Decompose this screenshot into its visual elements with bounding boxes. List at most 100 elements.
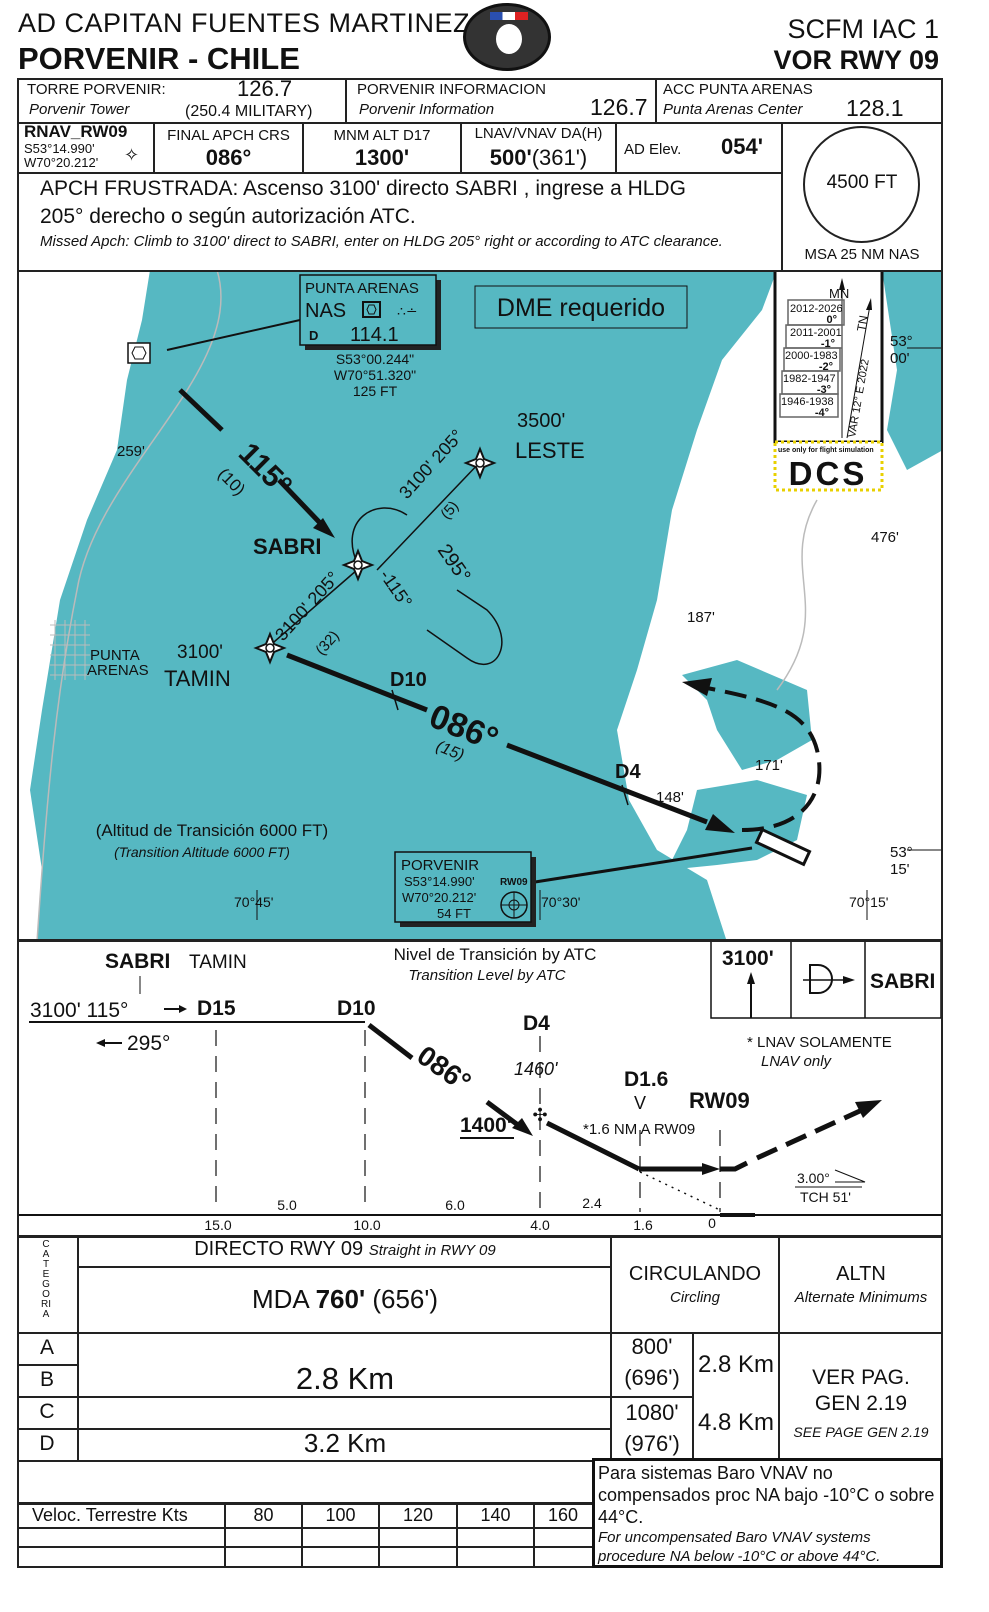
true-north-label: TN xyxy=(854,314,871,332)
svg-text:-1°: -1° xyxy=(821,338,835,350)
altn-note-en: SEE PAGE GEN 2.19 xyxy=(793,1424,929,1440)
profile-step-altitude: 1400' xyxy=(460,1114,512,1137)
circling-es: CIRCULANDO xyxy=(628,1263,762,1285)
profile-view: SABRI TAMIN 3100' 115° D15 D10 295° 086°… xyxy=(17,940,943,1233)
missed-fix: SABRI xyxy=(870,970,935,993)
svg-text:-3°: -3° xyxy=(817,384,831,396)
chart-id: SCFM IAC 1 xyxy=(787,14,939,44)
speed-value: 140 xyxy=(480,1505,511,1525)
mda-value: 760' xyxy=(315,1284,366,1314)
mnm-alt-label: MNM ALT D17 xyxy=(333,127,431,144)
airport-box-elev: 54 FT xyxy=(437,906,471,921)
svg-text:-4°: -4° xyxy=(815,407,829,419)
leste-label: LESTE xyxy=(515,438,585,463)
lat-label-min: 00' xyxy=(890,350,910,367)
svg-text:1982-1947: 1982-1947 xyxy=(783,373,836,385)
tamin-altitude: 3100' xyxy=(177,642,223,663)
msa-altitude: 4500 FT xyxy=(826,172,898,193)
spot-elevation: 171' xyxy=(755,757,783,774)
dcs-note: use only for flight simulation xyxy=(778,447,874,454)
lon-label: 70°30' xyxy=(541,894,580,910)
dme-required-note: DME requerido xyxy=(497,294,665,322)
missed-approach-en: Missed Apch: Climb to 3100' direct to SA… xyxy=(40,233,723,250)
d4-label: D4 xyxy=(615,761,641,783)
lon-label: 70°15' xyxy=(849,894,888,910)
svg-text:2011-2001: 2011-2001 xyxy=(790,327,842,339)
plan-view-map: PUNTA ARENAS NAS ∴∸ D 114.1 S53°00.244" … xyxy=(17,270,943,942)
city-grid xyxy=(50,620,90,680)
d10-label: D10 xyxy=(390,669,427,691)
category-label: CATEGORIA xyxy=(41,1239,51,1320)
altn-note-2: GEN 2.19 xyxy=(814,1392,908,1415)
tower-military-frequency: (250.4 MILITARY) xyxy=(185,103,313,120)
mnm-alt: 1300' xyxy=(354,145,410,170)
transition-level-en: Transition Level by ATC xyxy=(408,967,565,984)
leste-altitude: 3500' xyxy=(517,410,565,432)
scale-label: 0 xyxy=(708,1215,716,1231)
mda-prefix: MDA xyxy=(251,1284,316,1314)
msa-label: MSA 25 NM NAS xyxy=(804,246,920,263)
baro-vnav-note-en: For uncompensated Baro VNAV systems proc… xyxy=(598,1529,881,1565)
ad-elev: 054' xyxy=(721,134,763,159)
straight-in-es: DIRECTO RWY 09 xyxy=(194,1238,364,1260)
profile-outbound: 295° xyxy=(127,1032,170,1055)
sabri-label: SABRI xyxy=(253,534,321,559)
climb-arrow-icon xyxy=(747,972,755,1018)
sabri-fix-icon xyxy=(341,548,375,582)
tower-name-en: Porvenir Tower xyxy=(29,101,130,118)
airport-box-rwy: RW09 xyxy=(500,877,528,888)
direct-to-icon xyxy=(803,964,855,994)
vor-lat: S53°00.244" xyxy=(336,351,414,367)
baro-vnav-note: Para sistemas Baro VNAV no compensados p… xyxy=(592,1458,943,1568)
procedure-name: VOR RWY 09 xyxy=(773,45,939,75)
scale-label: 1.6 xyxy=(633,1217,653,1233)
vor-name: PUNTA ARENAS xyxy=(305,280,419,297)
spot-elevation: 476' xyxy=(871,529,899,546)
missed-approach-es-1: APCH FRUSTRADA: Ascenso 3100' directo SA… xyxy=(40,177,686,200)
scale-label: 15.0 xyxy=(204,1217,231,1233)
visibility-abc: 2.8 Km xyxy=(295,1361,395,1396)
svg-text:0°: 0° xyxy=(826,314,837,326)
rnav-lon: W70°20.212' xyxy=(24,155,99,170)
profile-d16: D1.6 xyxy=(624,1068,668,1091)
info-name-en: Porvenir Information xyxy=(359,101,495,118)
speed-value: 160 xyxy=(547,1505,579,1525)
svg-text:1946-1938: 1946-1938 xyxy=(781,396,834,408)
profile-d4-altitude: 1460' xyxy=(514,1059,558,1079)
speed-value: 120 xyxy=(402,1505,434,1525)
circling-cd-visibility: 4.8 Km xyxy=(697,1409,775,1436)
tower-name: TORRE PORVENIR: xyxy=(27,81,166,98)
lnav-only-en: LNAV only xyxy=(761,1053,833,1070)
runway-icon xyxy=(754,827,812,867)
altn-es: ALTN xyxy=(836,1263,886,1285)
airport-box-lon: W70°20.212' xyxy=(402,890,476,905)
city-label-1: PUNTA xyxy=(90,647,140,664)
transition-altitude-es: (Altitud de Transición 6000 FT) xyxy=(96,821,328,840)
category-c: C xyxy=(39,1400,55,1423)
visibility-d: 3.2 Km xyxy=(303,1428,387,1458)
altn-note-1: VER PAG. xyxy=(812,1366,910,1389)
mda-height: (656') xyxy=(365,1284,439,1314)
vor-ident: NAS xyxy=(305,300,346,322)
final-crs: 086° xyxy=(205,145,252,170)
segment-distance: 2.4 xyxy=(582,1195,602,1211)
da-value: 500' xyxy=(489,145,532,170)
mag-north-label: MN xyxy=(829,286,849,301)
profile-runway: RW09 xyxy=(689,1088,750,1113)
final-crs-label: FINAL APCH CRS xyxy=(167,127,290,144)
da-label: LNAV/VNAV DA(H) xyxy=(474,125,603,142)
leste-fix-icon xyxy=(463,446,497,480)
missed-approach-es-2: 205° derecho o según autorización ATC. xyxy=(40,205,416,228)
svg-text:-2°: -2° xyxy=(819,361,833,373)
city-name: PORVENIR - CHILE xyxy=(18,41,300,76)
missed-altitude: 3100' xyxy=(722,947,774,970)
airport-box-name: PORVENIR xyxy=(401,857,479,874)
profile-d4: D4 xyxy=(523,1012,550,1035)
svg-text:2000-1983: 2000-1983 xyxy=(785,350,838,362)
waypoint-icon: ✧ xyxy=(124,145,140,165)
logo xyxy=(463,3,551,71)
info-frequency: 126.7 xyxy=(590,94,648,120)
scale-label: 10.0 xyxy=(353,1217,380,1233)
profile-sabri: SABRI xyxy=(105,950,170,973)
